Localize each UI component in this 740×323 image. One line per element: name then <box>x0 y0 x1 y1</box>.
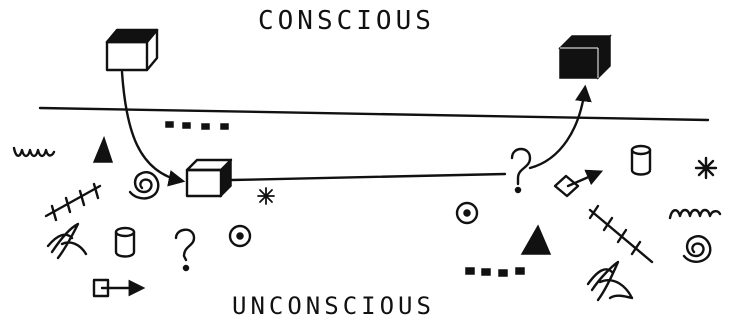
squiggle-left-icon <box>14 148 54 156</box>
question-mark-right-icon <box>512 149 530 193</box>
arrow-box-left-icon <box>94 280 142 296</box>
threshold-line <box>40 108 708 120</box>
dotted-circle-right-icon <box>457 203 477 223</box>
dots-row-top <box>166 122 228 129</box>
cross-chain-left-icon <box>46 184 100 220</box>
arrow-box-right-icon <box>555 172 600 196</box>
script-flourish-right-icon <box>588 262 632 300</box>
triangle-left-icon <box>94 138 112 162</box>
asterisk-right-icon <box>696 158 716 178</box>
question-mark-left-icon <box>176 230 194 271</box>
asterisk-middle-icon <box>258 188 274 204</box>
cube-white-top-icon <box>107 30 157 70</box>
spiral-right-icon <box>684 236 710 262</box>
spiral-left-icon <box>130 172 158 198</box>
ascend-arrow <box>530 88 585 168</box>
cross-chain-right-icon <box>590 206 652 262</box>
horizontal-path <box>232 174 505 180</box>
cylinder-right-icon <box>632 146 650 175</box>
script-flourish-left-icon <box>48 224 86 258</box>
cylinder-left-icon <box>116 228 134 257</box>
triangle-right-icon <box>522 226 550 254</box>
squiggle-right-icon <box>670 210 720 218</box>
cube-black-top-icon <box>560 36 610 78</box>
dots-row-bottom <box>466 268 524 276</box>
cube-middle-icon <box>187 160 231 196</box>
dotted-circle-left-icon <box>230 226 250 246</box>
